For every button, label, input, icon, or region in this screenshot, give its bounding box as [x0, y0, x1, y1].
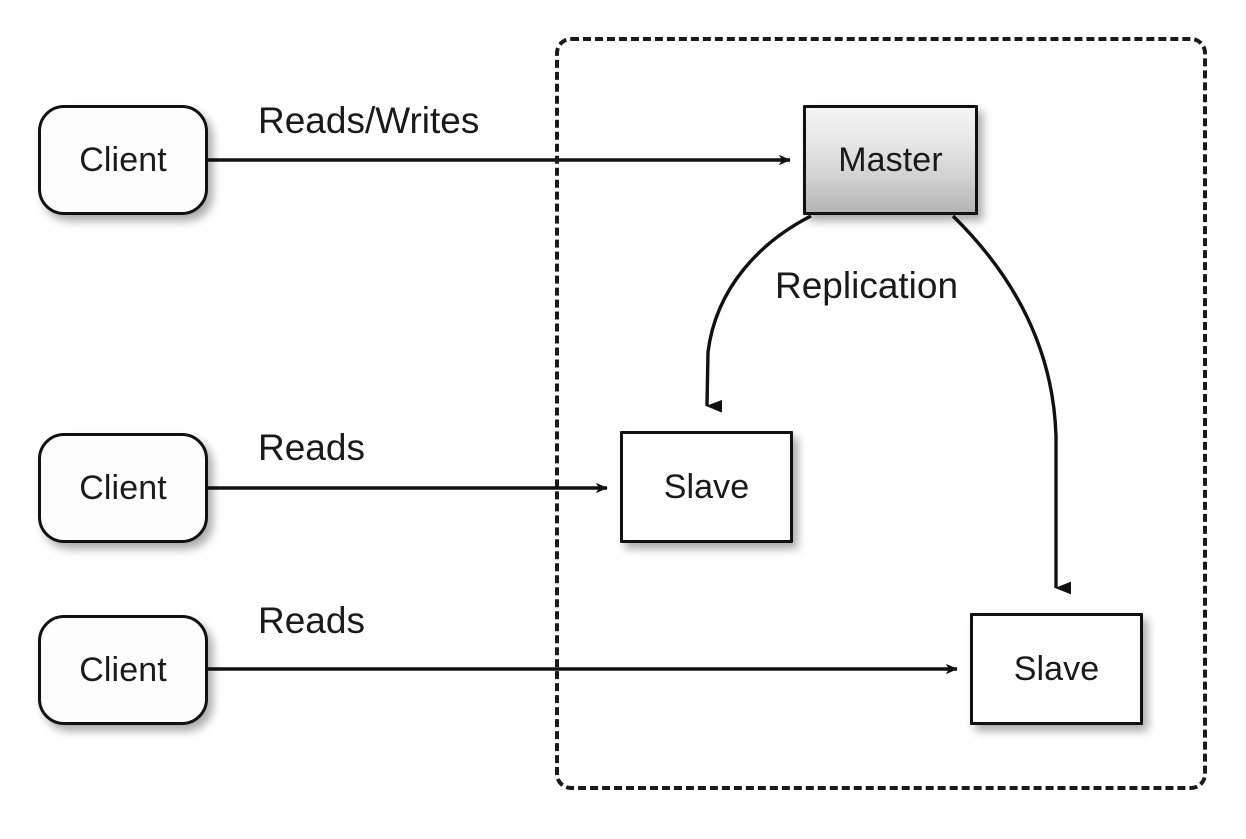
node-slave-1-label: Slave — [663, 467, 750, 506]
edge-label-replication: Replication — [775, 265, 959, 306]
edge-label-reads-1: Reads — [258, 427, 365, 468]
node-client-2-label: Client — [79, 468, 167, 507]
node-client-2[interactable]: Client — [38, 433, 208, 543]
node-slave-2-label: Slave — [1013, 649, 1100, 688]
node-client-3[interactable]: Client — [38, 615, 208, 725]
edge-label-reads-2: Reads — [258, 600, 365, 641]
node-client-3-label: Client — [79, 650, 167, 689]
node-slave-1[interactable]: Slave — [620, 431, 793, 543]
node-client-1-label: Client — [79, 140, 167, 179]
node-master-label: Master — [838, 140, 943, 179]
node-client-1[interactable]: Client — [38, 105, 208, 215]
node-master[interactable]: Master — [803, 105, 978, 215]
node-slave-2[interactable]: Slave — [970, 613, 1143, 725]
edge-label-reads-writes: Reads/Writes — [258, 100, 480, 141]
edge-master-slave1 — [705, 214, 812, 413]
edge-master-slave2 — [951, 214, 1071, 595]
